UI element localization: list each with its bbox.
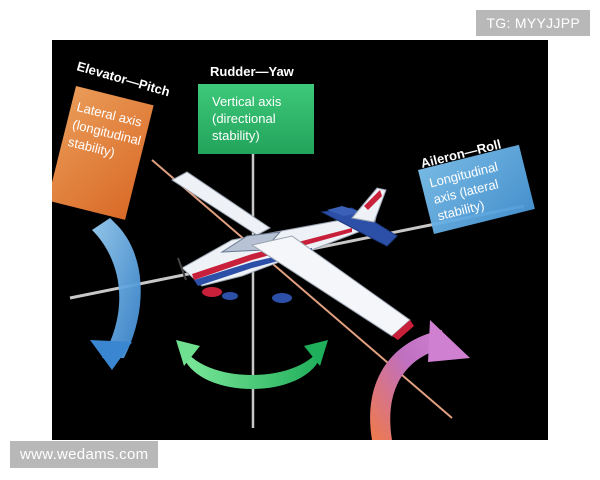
yaw-label-line-1: Vertical axis [212, 94, 282, 109]
yaw-arrow-head-left [176, 340, 200, 366]
left-wing [171, 171, 271, 236]
watermark-top: TG: MYYJJPP [476, 10, 590, 36]
main-wheel-fairing-right [272, 293, 292, 303]
right-wing-tip [392, 320, 414, 340]
pitch-label-box [52, 86, 154, 220]
watermark-bottom: www.wedams.com [10, 441, 159, 468]
lateral-axis-line [151, 159, 453, 419]
pitch-rotation-arrow [92, 218, 141, 358]
pitch-label-group: Lateral axis (longitudinal stability) [52, 86, 154, 220]
diagram-panel: Lateral axis (longitudinal stability) El… [52, 40, 548, 440]
main-wheel-fairing-left [222, 292, 238, 300]
nose-wheel-fairing [202, 287, 222, 297]
yaw-label-group: Vertical axis (directional stability) [198, 84, 314, 154]
yaw-label-line-3: stability) [212, 128, 260, 143]
right-wing [250, 235, 411, 337]
axes-diagram: Lateral axis (longitudinal stability) El… [52, 58, 535, 440]
yaw-axis-title: Rudder—Yaw [210, 64, 295, 79]
roll-rotation-arrow [370, 330, 444, 440]
yaw-label-line-2: (directional [212, 111, 276, 126]
propeller [177, 257, 187, 281]
roll-label-box [418, 144, 535, 235]
yaw-rotation-arrow [182, 345, 322, 389]
horizontal-stabilizer-left [327, 206, 362, 216]
yaw-label-box [198, 84, 314, 154]
roll-arrow-head [428, 320, 470, 362]
aircraft [171, 171, 414, 340]
yaw-arrow-head-right [304, 340, 328, 366]
vertical-stabilizer-stripe [364, 190, 382, 210]
pitch-arrow-head [90, 340, 132, 370]
